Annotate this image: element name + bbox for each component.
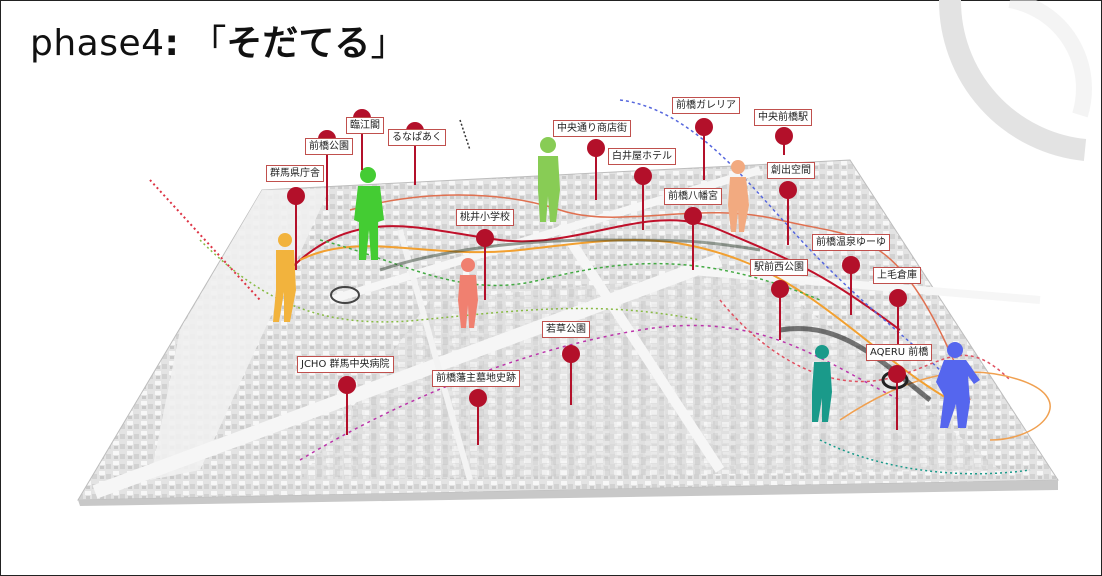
landmark-label-lord-cemetery: 前橋藩主墓地史跡 xyxy=(432,370,520,387)
person-standing-icon xyxy=(458,258,478,328)
location-pin-icon xyxy=(634,167,652,230)
person-standing-icon xyxy=(728,160,749,232)
location-pin-icon xyxy=(562,345,580,405)
landmark-label-creation-space: 創出空間 xyxy=(767,162,815,179)
landmark-label-ekimae-west-park: 駅前西公園 xyxy=(750,259,808,276)
landmark-label-momoi-school: 桃井小学校 xyxy=(456,209,514,226)
landmark-label-shiroiya-hotel: 白井屋ホテル xyxy=(608,148,676,165)
person-walking-icon xyxy=(812,345,832,422)
landmark-label-chuo-maebashi-station: 中央前橋駅 xyxy=(754,109,812,126)
location-pin-icon xyxy=(842,256,860,315)
landmark-label-wakakusa-park: 若草公園 xyxy=(542,321,590,338)
person-walking-icon xyxy=(936,342,980,428)
person-walking-icon xyxy=(273,233,296,322)
location-pin-icon xyxy=(775,127,793,155)
location-pin-icon xyxy=(476,229,494,300)
landmark-label-aqeru: AQERU 前橋 xyxy=(866,344,933,361)
title-colon: : xyxy=(164,23,179,64)
location-pin-icon xyxy=(338,376,356,435)
landmark-label-chuo-street: 中央通り商店街 xyxy=(553,120,631,137)
title-close-bracket: 」 xyxy=(370,23,407,64)
location-pin-icon xyxy=(771,280,789,340)
landmark-label-maebashi-park: 前橋公園 xyxy=(305,138,353,155)
slide-title: phase4: 「そだてる」 xyxy=(30,14,406,66)
landmark-label-jcho-hospital: JCHO 群馬中央病院 xyxy=(297,356,394,373)
person-standing-icon xyxy=(538,137,560,222)
location-pin-icon xyxy=(889,289,907,345)
location-pin-icon xyxy=(779,181,797,245)
title-phase: phase4 xyxy=(30,23,165,64)
landmark-label-galleria: 前橋ガレリア xyxy=(672,97,740,114)
landmark-label-rinkoukaku: 臨江閣 xyxy=(346,117,384,134)
location-pin-icon xyxy=(587,139,605,200)
person-standing-icon xyxy=(354,167,384,260)
location-pin-icon xyxy=(888,365,906,430)
location-pin-icon xyxy=(684,207,702,270)
landmark-label-yuyu-spa: 前橋温泉ゆーゆ xyxy=(812,234,890,251)
landmark-label-jomo-warehouse: 上毛倉庫 xyxy=(873,267,921,284)
title-open-bracket: 「 xyxy=(190,23,227,64)
landmark-label-hachimangu: 前橋八幡宮 xyxy=(664,188,722,205)
location-pin-icon xyxy=(469,389,487,445)
location-pin-icon xyxy=(287,187,305,270)
landmark-label-prefectural-office: 群馬県庁舎 xyxy=(266,165,324,182)
landmark-label-runapark: るなぱあく xyxy=(388,129,446,146)
location-pin-icon xyxy=(695,118,713,180)
title-name: そだてる xyxy=(226,23,371,64)
